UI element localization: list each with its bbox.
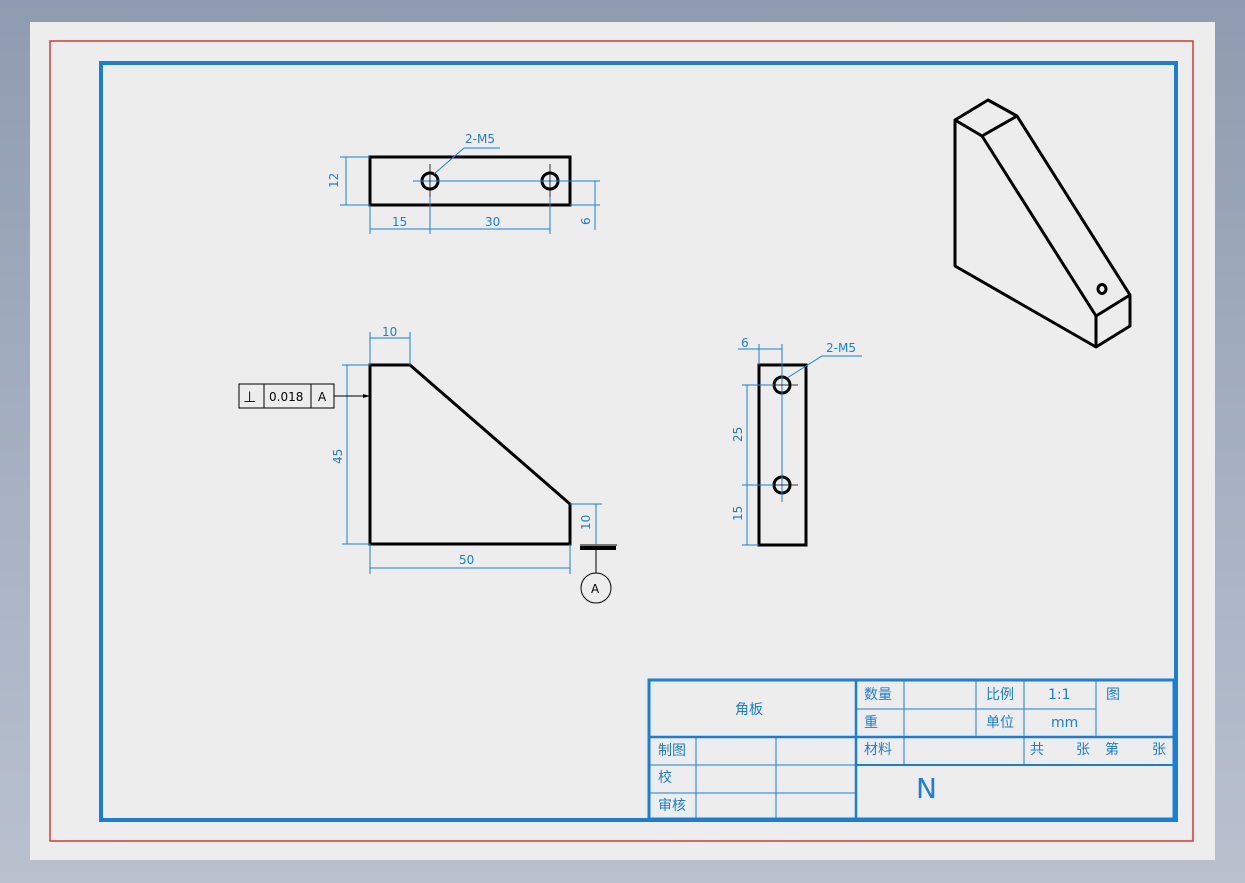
- material-label: 材料: [864, 742, 892, 758]
- top-dim-height: 12: [327, 173, 341, 188]
- front-dim-width: 50: [459, 553, 474, 567]
- tolerance-datum: A: [318, 390, 327, 404]
- front-dim-height: 45: [331, 449, 345, 464]
- top-dim-spacing: 30: [485, 215, 500, 229]
- top-view: 2-M5 12 15 30 6: [327, 132, 600, 234]
- top-dim-left: 15: [392, 215, 407, 229]
- review-label: 审核: [658, 798, 686, 814]
- tolerance-symbol: ⊥: [243, 388, 256, 406]
- front-dim-right: 10: [579, 515, 593, 530]
- top-callout-text: 2-M5: [465, 132, 495, 146]
- sheet-label-1: 张: [1076, 742, 1090, 758]
- unit-label: 单位: [986, 715, 1014, 731]
- side-callout-leader: [786, 355, 862, 379]
- side-dim-bottom: 15: [731, 506, 745, 521]
- top-callout-leader: [433, 147, 500, 175]
- title-block: [647, 678, 1176, 821]
- side-view: 6 2-M5 25 15: [731, 336, 862, 547]
- weight-label: 重: [864, 715, 878, 731]
- front-dim-top: 10: [382, 325, 397, 339]
- quantity-label: 数量: [864, 687, 892, 703]
- datum-circle: [580, 572, 612, 604]
- title-block-text: 角板 数量 比例 1:1 图 重 单位 mm 制图 材料 共 张 第 张 校 审…: [658, 687, 1166, 814]
- sheet-label-2: 张: [1152, 742, 1166, 758]
- inner-border: [99, 61, 1178, 822]
- tolerance-value: 0.018: [269, 390, 303, 404]
- logo-text: N: [916, 772, 937, 805]
- unit-value: mm: [1051, 715, 1078, 731]
- scale-label: 比例: [986, 687, 1014, 703]
- front-view: 10 45 50 10 A ⊥ 0.018 A: [238, 325, 617, 604]
- side-dim-spacing: 25: [731, 427, 745, 442]
- scale-value: 1:1: [1048, 687, 1071, 703]
- outer-border: [49, 40, 1194, 842]
- part-name: 角板: [735, 702, 763, 718]
- top-dim-right: 6: [579, 217, 593, 225]
- isometric-hole: [1096, 283, 1108, 295]
- check-label: 校: [658, 769, 672, 786]
- side-dim-top: 6: [741, 336, 749, 350]
- total-label: 共: [1030, 742, 1044, 758]
- isometric-view: [953, 98, 1132, 349]
- front-view-outline: [368, 363, 572, 546]
- drawing-no-label: 图: [1106, 687, 1120, 703]
- drawn-label: 制图: [658, 743, 686, 759]
- drawing-sheet: 2-M5 12 15 30 6 10 45 50: [30, 22, 1215, 860]
- datum-label: A: [591, 582, 600, 596]
- page-label: 第: [1105, 741, 1119, 758]
- side-callout-text: 2-M5: [826, 341, 856, 355]
